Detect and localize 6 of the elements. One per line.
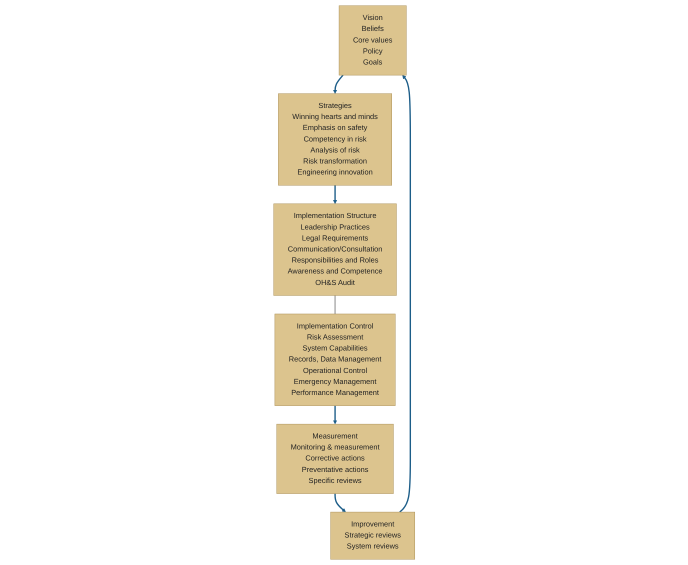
arrow [399,74,411,513]
connector [334,295,336,314]
arrow [332,74,344,94]
arrow [332,406,337,424]
arrow [332,185,337,204]
arrow [334,494,346,512]
